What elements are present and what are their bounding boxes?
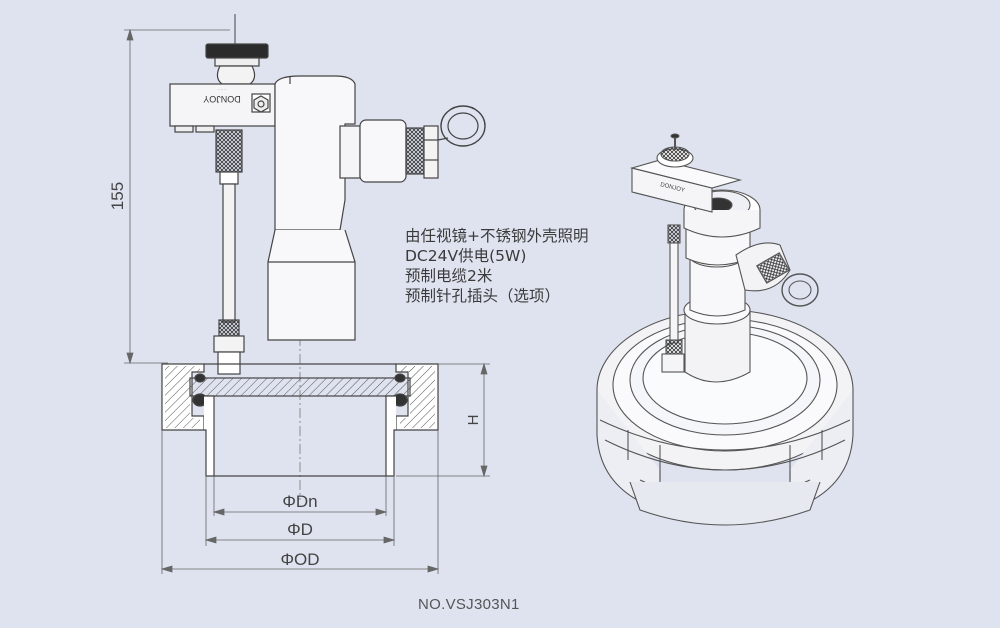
model-number: NO.VSJ303N1	[418, 596, 520, 613]
lamp-housing	[267, 75, 486, 341]
brand-mark: DONJOY	[203, 94, 241, 104]
dim-diameters	[160, 430, 440, 574]
svg-text:DONJOY: DONJOY	[660, 182, 686, 194]
dim-label-155: 155	[108, 182, 127, 210]
feature-description: 由任视镜+不锈钢外壳照明 DC24V供电(5W) 预制电缆2米 预制针孔插头（选…	[405, 226, 589, 306]
cable-rod	[222, 183, 236, 323]
feature-line-3: 预制电缆2米	[405, 267, 493, 285]
dim-label-d: ΦD	[287, 520, 313, 539]
flange-section	[161, 363, 439, 477]
adjust-knob	[205, 14, 269, 85]
cable-gland	[215, 129, 243, 173]
feature-line-1: 由任视镜+不锈钢外壳照明	[405, 227, 589, 245]
section-view: DONJOY · · ·	[108, 14, 490, 574]
dim-155	[124, 28, 230, 365]
isometric-view: DONJOY	[596, 133, 854, 526]
dim-label-od: ΦOD	[280, 550, 319, 569]
feature-line-4: 预制针孔插头（选项）	[405, 287, 561, 305]
dim-label-dn: ΦDn	[282, 492, 317, 511]
svg-text:· · ·: · · ·	[218, 86, 226, 92]
lamp-head: DONJOY · · ·	[169, 83, 276, 133]
dim-label-h: H	[465, 415, 482, 426]
feature-line-2: DC24V供电(5W)	[405, 247, 527, 265]
dim-h	[396, 362, 490, 478]
